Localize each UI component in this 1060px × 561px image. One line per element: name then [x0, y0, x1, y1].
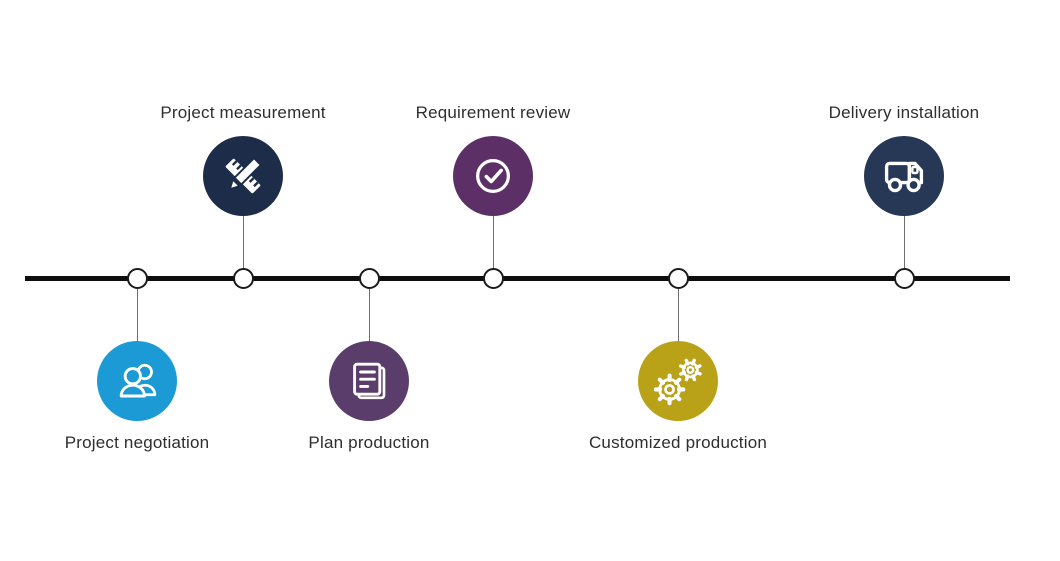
document-icon [329, 341, 409, 421]
timeline-node-requirement-review [483, 268, 504, 289]
connector-customized-production [678, 287, 679, 343]
timeline-node-delivery-installation [894, 268, 915, 289]
connector-project-negotiation [137, 287, 138, 343]
step-label-requirement-review: Requirement review [415, 103, 571, 122]
step-label-delivery-installation: Delivery installation [828, 103, 980, 122]
timeline-line [25, 276, 1010, 281]
connector-project-measurement [243, 215, 244, 271]
gears-icon [638, 341, 718, 421]
timeline-node-plan-production [359, 268, 380, 289]
connector-plan-production [369, 287, 370, 343]
timeline-node-project-measurement [233, 268, 254, 289]
step-label-project-measurement: Project measurement [160, 103, 326, 122]
connector-delivery-installation [904, 215, 905, 271]
step-label-plan-production: Plan production [308, 433, 430, 452]
connector-requirement-review [493, 215, 494, 271]
timeline-node-project-negotiation [127, 268, 148, 289]
ruler-pencil-icon [203, 136, 283, 216]
people-icon [97, 341, 177, 421]
check-circle-icon [453, 136, 533, 216]
timeline-node-customized-production [668, 268, 689, 289]
step-label-customized-production: Customized production [588, 433, 768, 452]
step-label-project-negotiation: Project negotiation [64, 433, 210, 452]
truck-icon [864, 136, 944, 216]
